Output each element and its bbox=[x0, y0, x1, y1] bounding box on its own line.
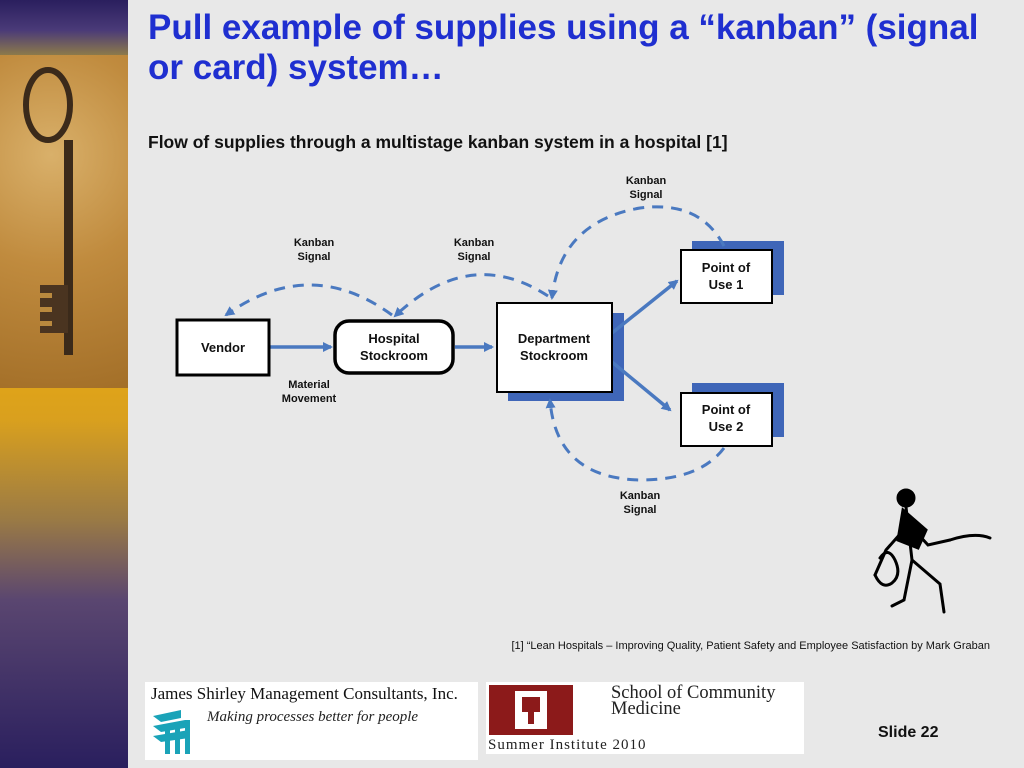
signal-arc-department-to-hospital bbox=[393, 273, 549, 318]
point-of-use-2-label-line2: Use 2 bbox=[709, 419, 744, 434]
consultants-tagline: Making processes better for people bbox=[207, 709, 419, 725]
diagram-subtitle: Flow of supplies through a multistage ka… bbox=[148, 132, 728, 152]
kanban-signal-label-bottom-line2: Signal bbox=[623, 504, 656, 516]
kanban-signal-label-bottom-line1: Kanban bbox=[620, 490, 661, 502]
signal-arc-hospital-to-vendor bbox=[224, 283, 393, 317]
kanban-signal-label-2-line2: Signal bbox=[457, 251, 490, 263]
point-of-use-1-label-line2: Use 1 bbox=[709, 277, 744, 292]
material-movement-label: Material Movement bbox=[282, 379, 337, 405]
slide-title: Pull example of supplies using a “kanban… bbox=[148, 8, 979, 87]
key-photo bbox=[0, 55, 128, 388]
kanban-signal-label-1-line2: Signal bbox=[297, 251, 330, 263]
department-to-use2-arrow bbox=[610, 360, 672, 412]
consultants-emblem-icon bbox=[153, 710, 190, 754]
hospital-stockroom-label-line1: Hospital bbox=[368, 331, 419, 346]
school-name: School of Community Medicine bbox=[611, 683, 776, 719]
kanban-signal-label-top-line1: Kanban bbox=[626, 175, 667, 187]
department-stockroom-label-line1: Department bbox=[518, 331, 591, 346]
kanban-signal-label-2-line1: Kanban bbox=[454, 237, 495, 249]
signal-arc-use1-to-department bbox=[547, 205, 726, 300]
kanban-signal-arcs bbox=[224, 205, 726, 482]
ou-emblem-icon bbox=[489, 685, 573, 735]
kanban-signal-label-1-line1: Kanban bbox=[294, 237, 335, 249]
department-stockroom-label-line2: Stockroom bbox=[520, 348, 588, 363]
hospital-stockroom-label-line2: Stockroom bbox=[360, 348, 428, 363]
material-movement-label-line2: Movement bbox=[282, 393, 337, 405]
signal-arc-use2-to-department bbox=[545, 398, 726, 482]
kanban-signal-label-2: Kanban Signal bbox=[454, 237, 495, 263]
flow-arrows bbox=[270, 279, 679, 412]
consultants-logo: James Shirley Management Consultants, In… bbox=[145, 682, 478, 760]
node-point-of-use-2: Point of Use 2 bbox=[680, 392, 773, 447]
node-department-stockroom: Department Stockroom bbox=[496, 302, 613, 393]
material-movement-label-line1: Material bbox=[288, 379, 330, 391]
summer-institute-label: Summer Institute 2010 bbox=[488, 737, 647, 753]
node-hospital-stockroom: Hospital Stockroom bbox=[333, 319, 455, 375]
node-vendor: Vendor bbox=[175, 318, 271, 377]
kanban-signal-label-bottom: Kanban Signal bbox=[620, 490, 661, 516]
node-point-of-use-1: Point of Use 1 bbox=[680, 249, 773, 304]
citation-footnote: [1] “Lean Hospitals – Improving Quality,… bbox=[511, 640, 990, 652]
kanban-signal-label-top: Kanban Signal bbox=[626, 175, 667, 201]
worker-pulling-rope-icon bbox=[873, 488, 992, 614]
point-of-use-2-label-line1: Point of bbox=[702, 402, 751, 417]
community-medicine-logo: School of Community Medicine Summer Inst… bbox=[486, 682, 804, 754]
kanban-signal-label-1: Kanban Signal bbox=[294, 237, 335, 263]
slide-number: Slide 22 bbox=[878, 724, 939, 741]
point-of-use-1-label-line1: Point of bbox=[702, 260, 751, 275]
department-to-use1-arrow bbox=[610, 279, 679, 335]
kanban-signal-label-top-line2: Signal bbox=[629, 189, 662, 201]
consultants-name: James Shirley Management Consultants, In… bbox=[151, 684, 458, 703]
vendor-label: Vendor bbox=[201, 340, 245, 355]
